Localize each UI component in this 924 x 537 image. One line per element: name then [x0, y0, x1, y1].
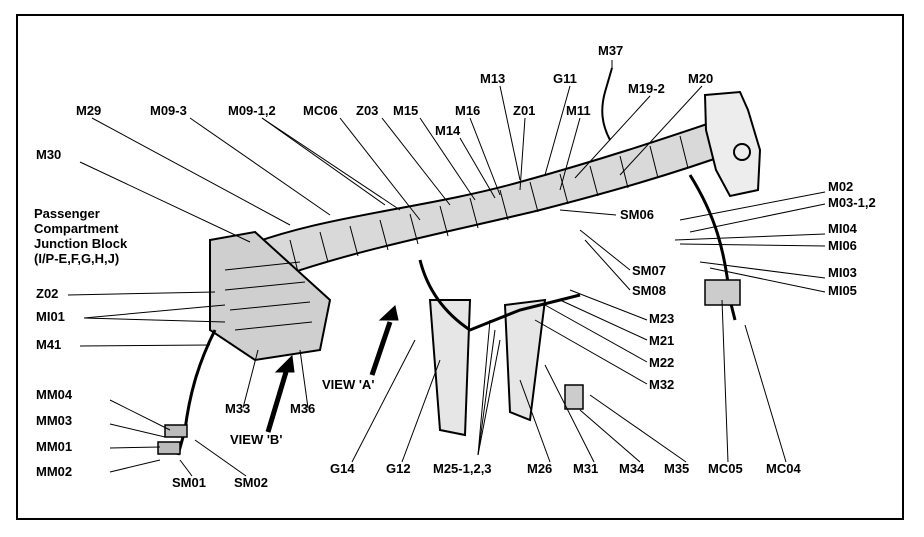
center-support	[428, 299, 472, 437]
label-mc06: MC06	[303, 103, 338, 118]
label-mm03: MM03	[36, 413, 73, 428]
label-mc05: MC05	[708, 461, 743, 476]
label-m25-1-2-3: M25-1,2,3	[433, 461, 492, 476]
label-m35: M35	[664, 461, 690, 476]
view-b-arrow	[265, 371, 289, 433]
label-m14: M14	[435, 123, 461, 138]
label-m30: M30	[36, 147, 62, 162]
label-m09-3: M09-3	[150, 103, 187, 118]
center-support-right	[503, 298, 547, 422]
label-z02: Z02	[36, 286, 59, 301]
label-g12: G12	[386, 461, 411, 476]
junction-block-body	[209, 230, 332, 362]
m37-lead	[601, 67, 613, 141]
label-m21: M21	[649, 333, 675, 348]
junction-block-line-3: Junction Block	[34, 236, 128, 251]
label-z01: Z01	[513, 103, 536, 118]
diagram-frame	[16, 14, 904, 520]
label-mi04: MI04	[828, 221, 857, 236]
label-view-a: VIEW 'A'	[322, 377, 375, 392]
junction-block-line-4: (I/P-E,F,G,H,J)	[34, 251, 120, 266]
junction-block-line-2: Compartment	[34, 221, 119, 236]
label-m32: M32	[649, 377, 675, 392]
junction-block-label: Passenger Compartment Junction Block (I/…	[34, 206, 127, 266]
view-b-arrowhead	[274, 354, 295, 373]
label-z03: Z03	[356, 103, 379, 118]
label-m37: M37	[598, 43, 624, 58]
label-m19-2: M19-2	[628, 81, 665, 96]
label-view-b: VIEW 'B'	[230, 432, 283, 447]
view-a-arrow	[369, 321, 393, 376]
label-m22: M22	[649, 355, 675, 370]
label-g11: G11	[553, 71, 577, 86]
junction-block-line-1: Passenger	[34, 206, 100, 221]
label-m31: M31	[573, 461, 599, 476]
leader-lines	[67, 60, 826, 477]
label-mc04: MC04	[766, 461, 801, 476]
label-mm02: MM02	[36, 464, 73, 479]
label-sm07: SM07	[632, 263, 666, 278]
label-sm06: SM06	[620, 207, 654, 222]
label-m33: M33	[225, 401, 251, 416]
label-mi01: MI01	[36, 309, 65, 324]
label-m34: M34	[619, 461, 645, 476]
label-m26: M26	[527, 461, 553, 476]
label-mi06: MI06	[828, 238, 857, 253]
label-m16: M16	[455, 103, 481, 118]
label-m15: M15	[393, 103, 419, 118]
label-mm01: MM01	[36, 439, 73, 454]
label-mm04: MM04	[36, 387, 73, 402]
label-mi03: MI03	[828, 265, 857, 280]
label-m20: M20	[688, 71, 714, 86]
label-g14: G14	[330, 461, 355, 476]
label-m11: M11	[566, 103, 591, 118]
view-a-arrowhead	[378, 305, 399, 321]
label-m09-1-2: M09-1,2	[228, 103, 276, 118]
label-m36: M36	[290, 401, 316, 416]
label-m41: M41	[36, 337, 62, 352]
label-m02: M02	[828, 179, 854, 194]
view-arrows	[265, 305, 399, 433]
label-sm08: SM08	[632, 283, 666, 298]
label-sm01: SM01	[172, 475, 206, 490]
label-mi05: MI05	[828, 283, 857, 298]
label-m13: M13	[480, 71, 506, 86]
right-bracket	[703, 90, 762, 198]
label-sm02: SM02	[234, 475, 268, 490]
lower-branch-center	[418, 259, 581, 332]
label-m29: M29	[76, 103, 102, 118]
label-m03-1-2: M03-1,2	[828, 195, 876, 210]
harness-drawing	[157, 67, 762, 456]
label-m23: M23	[649, 311, 675, 326]
